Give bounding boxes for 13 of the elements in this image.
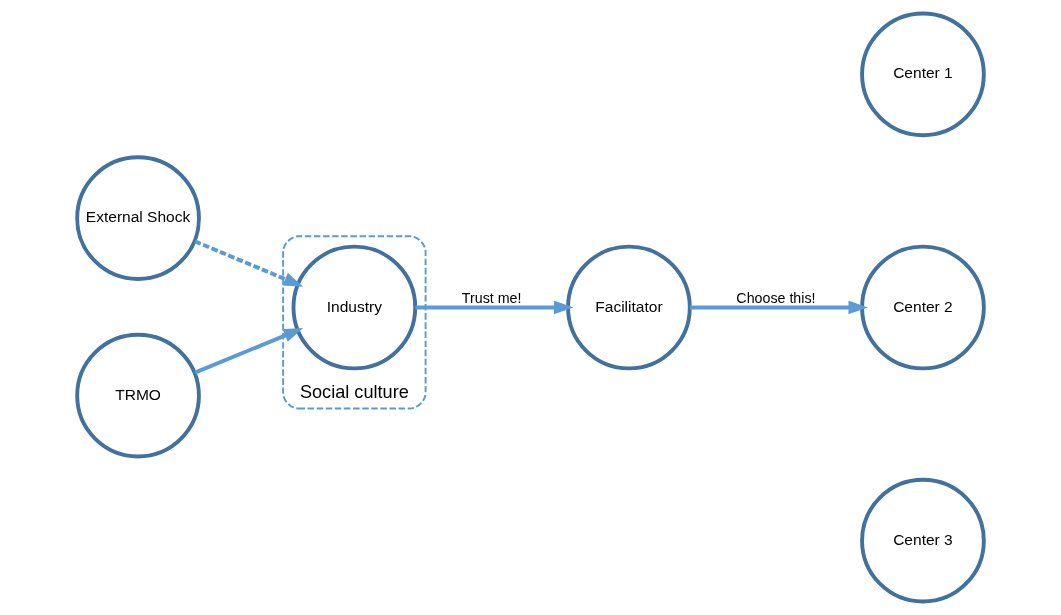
node-circle: TRMO xyxy=(75,332,201,459)
arrow xyxy=(194,239,304,287)
arrow xyxy=(194,328,304,375)
edge-label: Choose this! xyxy=(736,290,816,307)
arrow xyxy=(689,300,868,315)
node-circle: Center 1 xyxy=(860,11,986,138)
node-circle: External Shock xyxy=(75,155,201,281)
node-circle: Center 2 xyxy=(860,244,986,371)
arrow xyxy=(415,300,574,315)
node-circle: Industry xyxy=(291,244,418,371)
node-circle: Facilitator xyxy=(566,244,692,371)
edge-label: Trust me! xyxy=(461,290,522,307)
node-circle: Center 3 xyxy=(860,477,986,604)
